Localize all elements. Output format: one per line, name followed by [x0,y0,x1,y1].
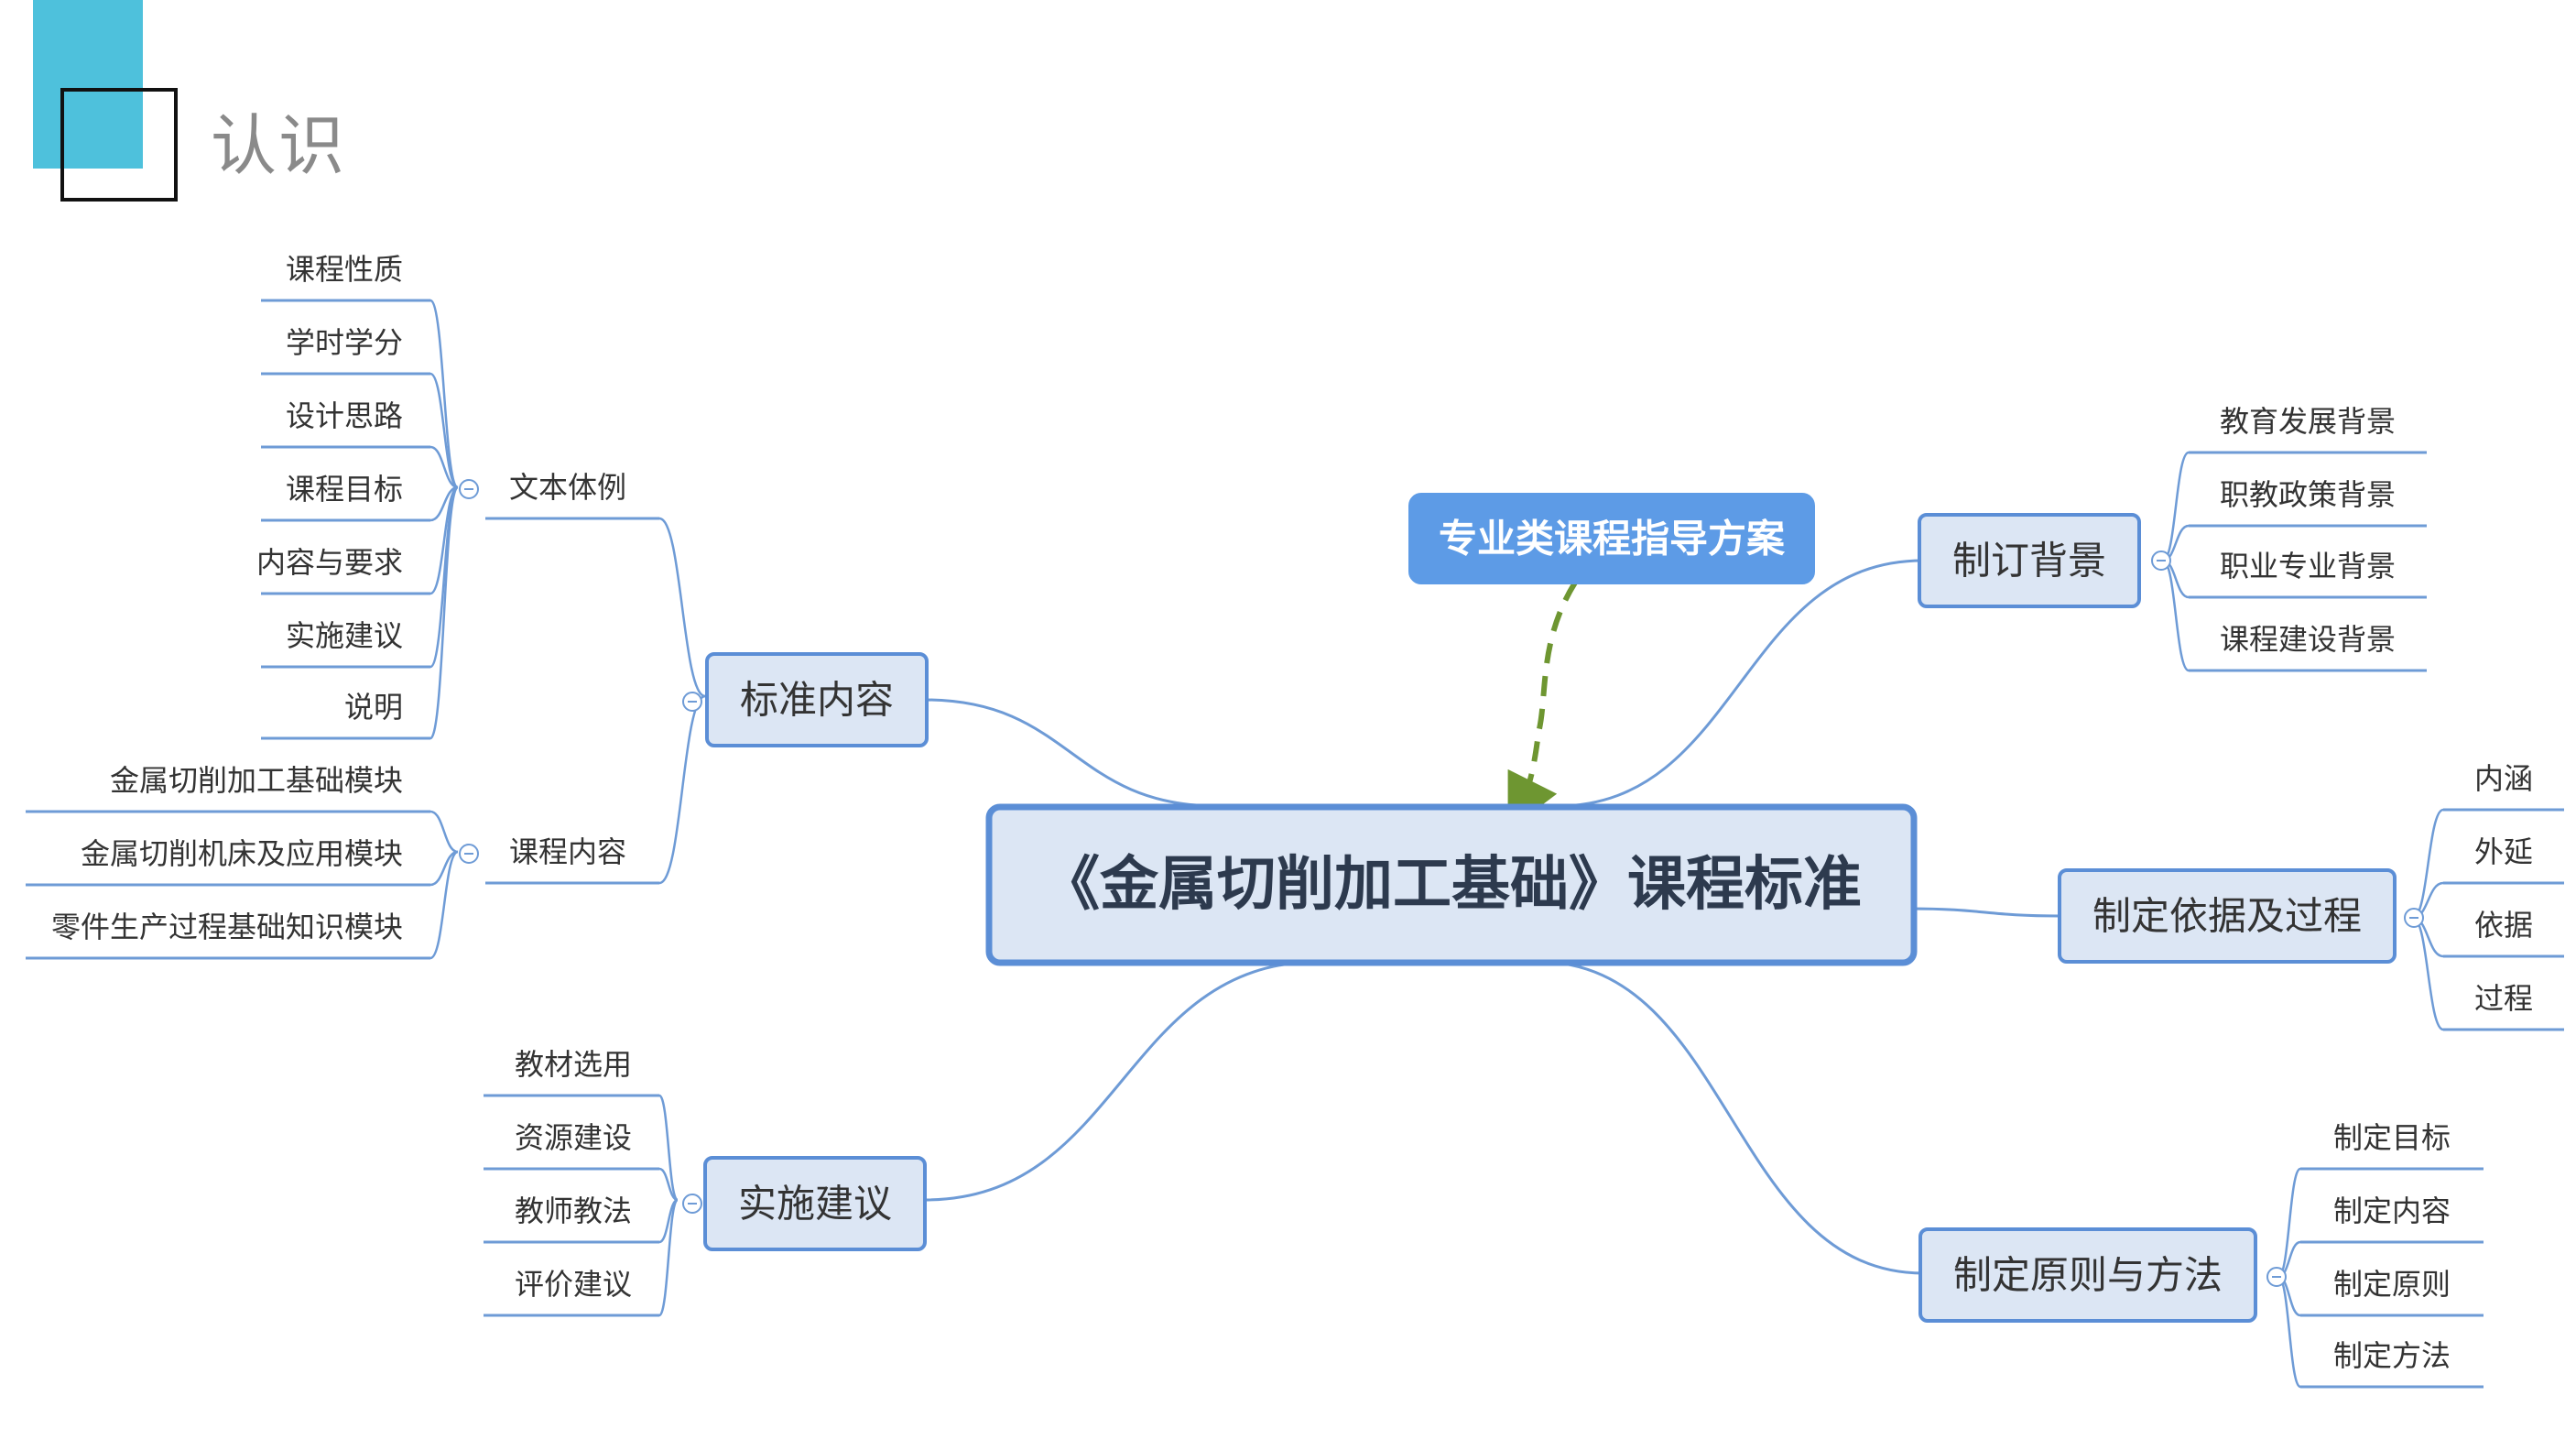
topic-standard-content-label: 标准内容 [740,678,894,723]
basis-process-item: 内涵 [2474,761,2533,796]
topic-background-label: 制订背景 [1952,539,2106,583]
background-item: 职教政策背景 [2220,477,2396,512]
background-item: 职业专业背景 [2220,549,2396,583]
course-content-item: 零件生产过程基础知识模块 [51,910,403,944]
topic-principles-methods-box [1918,1227,2257,1323]
callout-node[interactable]: 专业类课程指导方案 [1408,493,1815,584]
course-content-connector [429,810,459,854]
collapse-toggle-basis[interactable] [2404,908,2424,928]
edge-center-background [1556,559,1924,808]
collapse-toggle-standard[interactable] [682,692,702,712]
callout-node-label: 专业类课程指导方案 [1439,517,1786,561]
implementation-item: 评价建议 [515,1267,632,1302]
implementation-connector [658,1198,679,1317]
course-content-label: 课程内容 [509,834,626,869]
topic-basis-process-box [2058,868,2397,964]
page-title: 认识 [211,107,347,184]
callout-node-box [1408,493,1815,584]
edge-center-basis [1908,907,2061,918]
header-frame [60,88,178,202]
text-style-connector [429,485,460,669]
text-style-connector [429,445,459,489]
topic-implementation[interactable]: 实施建议 [703,1156,927,1251]
implementation-item: 教师教法 [515,1194,632,1228]
topic-standard-content-box [705,652,929,747]
course-content-item: 金属切削加工基础模块 [110,763,403,798]
central-topic[interactable]: 《金属切削加工基础》课程标准 [985,803,1918,966]
collapse-toggle-principles[interactable] [2266,1267,2287,1287]
course-content-connector [429,850,459,960]
callout-arrow [1507,581,1578,831]
mindmap-leaves: 课程性质学时学分设计思路课程目标内容与要求实施建议说明金属切削加工基础模块金属切… [26,252,2564,1389]
topic-background[interactable]: 制订背景 [1918,513,2141,608]
topic-basis-process-label: 制定依据及过程 [2092,894,2362,939]
text-style-item: 设计思路 [286,398,403,433]
course-content-item: 金属切削机床及应用模块 [81,836,403,871]
collapse-toggle-course-content[interactable] [459,844,479,864]
basis-process-item: 依据 [2474,908,2533,943]
principles-methods-item: 制定目标 [2333,1120,2451,1155]
central-topic-label: 《金属切削加工基础》课程标准 [1041,851,1862,919]
text-style-label: 文本体例 [509,470,626,505]
edge-center-principles [1538,960,1924,1275]
collapse-toggle-implementation[interactable] [682,1194,702,1214]
principles-methods-item: 制定内容 [2333,1194,2451,1228]
text-style-connector [429,485,460,740]
topic-standard-content[interactable]: 标准内容 [705,652,929,747]
background-item: 课程建设背景 [2220,622,2396,657]
topic-principles-methods[interactable]: 制定原则与方法 [1918,1227,2257,1323]
topic-principles-methods-label: 制定原则与方法 [1953,1253,2223,1298]
text-style-item: 内容与要求 [256,545,403,580]
edge-standard-textstyle [658,517,706,698]
text-style-connector [429,299,460,489]
principles-methods-item: 制定原则 [2333,1267,2451,1302]
edge-center-standard [924,698,1219,808]
central-topic-box [985,803,1918,966]
principles-methods-item: 制定方法 [2333,1338,2451,1373]
collapse-toggle-background[interactable] [2151,551,2171,571]
text-style-item: 课程目标 [286,472,403,507]
basis-process-item: 过程 [2474,981,2533,1016]
text-style-item: 说明 [344,690,403,725]
header-accent-block [33,0,143,169]
edge-center-implementation [924,960,1320,1202]
implementation-item: 教材选用 [515,1047,632,1082]
basis-process-item: 外延 [2474,834,2533,869]
implementation-item: 资源建设 [515,1120,632,1155]
topic-basis-process[interactable]: 制定依据及过程 [2058,868,2397,964]
implementation-connector [658,1094,679,1202]
collapse-toggle-text-style[interactable] [459,479,479,499]
topic-implementation-box [703,1156,927,1251]
implementation-connector [658,1167,679,1202]
text-style-item: 实施建议 [286,618,403,653]
text-style-connector [429,372,459,489]
topic-background-box [1918,513,2141,608]
edge-standard-coursecontent [658,694,706,885]
text-style-item: 课程性质 [286,252,403,287]
text-style-item: 学时学分 [286,325,403,360]
background-item: 教育发展背景 [2220,404,2396,439]
topic-implementation-label: 实施建议 [738,1182,892,1227]
